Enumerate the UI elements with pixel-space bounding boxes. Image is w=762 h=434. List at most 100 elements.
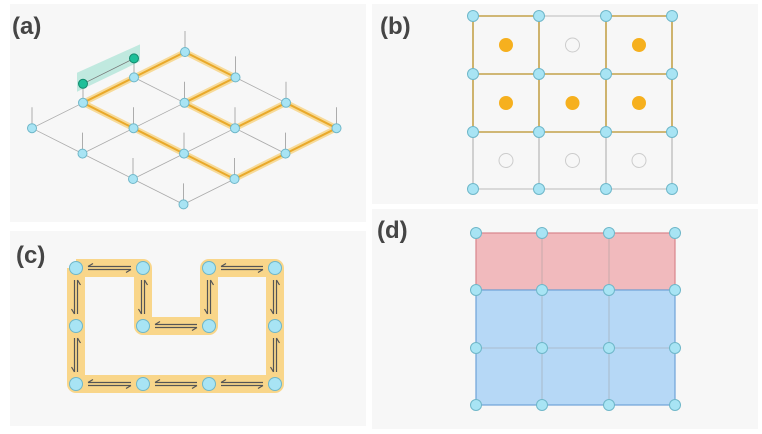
arrow-head bbox=[70, 308, 76, 315]
arrow-head bbox=[125, 268, 132, 274]
empty-plaquette-marker bbox=[565, 153, 580, 168]
lattice-node bbox=[229, 174, 240, 184]
lattice-edge bbox=[132, 178, 184, 205]
arrow-head bbox=[269, 308, 275, 315]
lattice-node bbox=[533, 126, 545, 138]
lattice-node bbox=[467, 183, 479, 195]
lattice-node bbox=[136, 377, 150, 391]
lattice-node bbox=[536, 284, 548, 296]
arrow-head bbox=[87, 262, 94, 268]
lattice-node bbox=[331, 123, 342, 134]
arrow-head bbox=[76, 337, 82, 344]
arrow-head bbox=[191, 384, 198, 390]
empty-plaquette-marker bbox=[631, 153, 647, 168]
lattice-node bbox=[136, 319, 150, 333]
lattice-node bbox=[69, 319, 83, 333]
lattice-node bbox=[533, 183, 545, 195]
lattice-node bbox=[179, 148, 189, 159]
lattice-node bbox=[268, 319, 282, 333]
lattice-edge bbox=[235, 77, 287, 104]
lattice-edge bbox=[133, 102, 185, 129]
arrow-head bbox=[257, 384, 264, 390]
lattice-node bbox=[128, 174, 138, 184]
lattice-node bbox=[669, 399, 681, 411]
lattice-node bbox=[533, 10, 545, 22]
excited-plaquette-marker bbox=[632, 96, 646, 110]
lattice-node bbox=[603, 342, 615, 354]
arrow-head bbox=[87, 378, 94, 384]
lattice-node bbox=[533, 68, 545, 80]
panel-c-loop bbox=[67, 259, 284, 393]
lattice-node bbox=[600, 10, 612, 22]
lattice-node bbox=[180, 47, 190, 57]
lattice-node bbox=[178, 199, 189, 210]
lattice-node bbox=[128, 123, 139, 134]
arrow-head bbox=[220, 378, 227, 384]
lattice-node bbox=[230, 72, 241, 83]
lattice-node bbox=[600, 126, 612, 138]
panel-b-background bbox=[372, 4, 758, 204]
lattice-node bbox=[281, 97, 291, 108]
teal-node bbox=[129, 53, 139, 64]
panel-d-label: (d) bbox=[377, 217, 408, 244]
lattice-node bbox=[268, 377, 282, 391]
lattice-node bbox=[603, 284, 615, 296]
lattice-node bbox=[666, 10, 678, 22]
lattice-node bbox=[669, 227, 681, 239]
excited-plaquette-marker bbox=[565, 96, 580, 110]
arrow-head bbox=[220, 262, 227, 268]
lattice-node bbox=[467, 68, 479, 80]
lattice-node bbox=[467, 126, 479, 138]
lattice-node bbox=[470, 342, 482, 354]
lattice-node bbox=[69, 377, 83, 391]
lattice-edge bbox=[82, 127, 134, 154]
teal-node bbox=[78, 78, 88, 89]
arrow-head bbox=[154, 320, 161, 326]
arrow-head bbox=[76, 279, 82, 286]
lattice-edge bbox=[132, 153, 185, 180]
lattice-edge bbox=[234, 127, 286, 154]
excited-plaquette-marker bbox=[499, 38, 513, 52]
arrow-head bbox=[203, 308, 209, 315]
lattice-node bbox=[666, 183, 678, 195]
panel-d-regions bbox=[470, 227, 681, 411]
lattice-edge bbox=[31, 102, 84, 129]
lattice-node bbox=[69, 261, 83, 275]
lattice-node bbox=[179, 97, 190, 108]
arrow-head bbox=[275, 279, 281, 286]
lattice-node bbox=[470, 284, 482, 296]
lattice-edge bbox=[183, 178, 235, 205]
lattice-node bbox=[268, 261, 282, 275]
lattice-node bbox=[536, 227, 548, 239]
lattice-node bbox=[666, 126, 678, 138]
lattice-node bbox=[603, 227, 615, 239]
lattice-node bbox=[470, 227, 482, 239]
lattice-node bbox=[467, 10, 479, 22]
lattice-node bbox=[666, 68, 678, 80]
arrow-head bbox=[137, 308, 143, 315]
lattice-node bbox=[669, 284, 681, 296]
lattice-node bbox=[669, 342, 681, 354]
teal-highlight-band bbox=[77, 44, 140, 92]
empty-plaquette-marker bbox=[565, 37, 580, 53]
empty-plaquette-marker bbox=[498, 153, 514, 168]
arrow-head bbox=[154, 378, 161, 384]
lattice-node bbox=[202, 319, 216, 333]
arrow-head bbox=[209, 279, 215, 286]
excited-plaquette-marker bbox=[499, 96, 513, 110]
arrow-head bbox=[257, 268, 264, 274]
panel-c-label: (c) bbox=[16, 242, 45, 269]
arrow-head bbox=[125, 384, 132, 390]
arrow-head bbox=[191, 326, 198, 332]
panel-a-label: (a) bbox=[12, 13, 41, 40]
lattice-node bbox=[536, 399, 548, 411]
lattice-node bbox=[136, 261, 150, 275]
panel-b-label: (b) bbox=[380, 13, 411, 40]
lattice-node bbox=[78, 97, 88, 108]
lattice-edge bbox=[82, 153, 134, 180]
arrow-head bbox=[70, 366, 76, 373]
arrow-head bbox=[275, 337, 281, 344]
red-region bbox=[475, 232, 676, 291]
lattice-node bbox=[27, 123, 37, 134]
